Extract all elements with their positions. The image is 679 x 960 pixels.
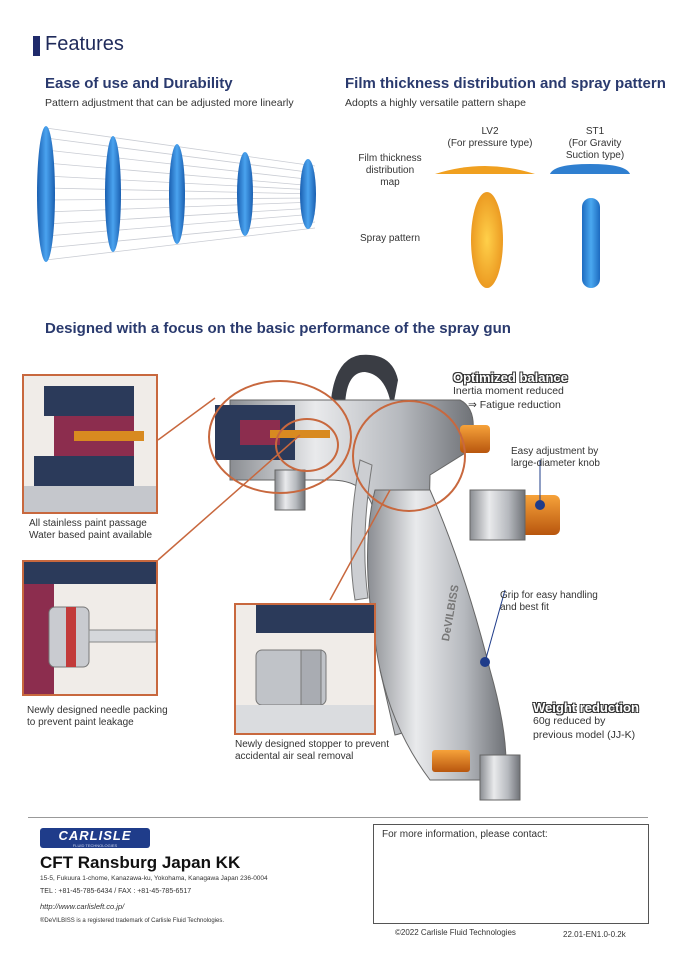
optimized-line-2: ⇒ Fatigue reduction (468, 399, 561, 411)
trademark-note: ®DeVILBISS is a registered trademark of … (40, 918, 225, 924)
spray-ellipse-3 (169, 144, 185, 244)
st1-subtitle-1: (For Gravity (568, 138, 622, 149)
optimized-line-1: Inertia moment reduced (453, 385, 564, 397)
knob-line-1: Easy adjustment by (511, 446, 599, 457)
spray-ellipse-2 (105, 136, 121, 252)
company-url[interactable]: http://www.carlisleft.co.jp/ (40, 902, 125, 911)
spray-ellipse-5 (300, 159, 316, 229)
stopper-line-1: Newly designed stopper to prevent (235, 739, 389, 750)
logo-subtext: FLUID TECHNOLOGIES (72, 843, 118, 848)
stopper-detail (234, 603, 376, 735)
film-pattern-graphics (435, 164, 630, 288)
film-subtitle: Adopts a highly versatile pattern shape (345, 97, 526, 109)
map-label-2: distribution (365, 165, 415, 176)
designed-title: Designed with a focus on the basic perfo… (45, 320, 511, 337)
document-code: 22.01-EN1.0-0.2k (563, 930, 626, 939)
film-title: Film thickness distribution and spray pa… (345, 75, 666, 92)
needle-line-1: Newly designed needle packing (27, 705, 168, 716)
company-name: CFT Ransburg Japan KK (40, 853, 241, 872)
grip-line-1: Grip for easy handling (500, 590, 598, 601)
stainless-line-1: All stainless paint passage (29, 518, 147, 529)
st1-spray-pattern (582, 198, 600, 288)
needle-packing-detail (22, 560, 158, 696)
knob-line-2: large-diameter knob (511, 458, 600, 469)
section-title: Features (45, 33, 124, 55)
lv2-subtitle: (For pressure type) (447, 138, 533, 149)
lv2-title: LV2 (481, 126, 499, 137)
stainless-line-2: Water based paint available (29, 530, 153, 541)
paint-passage-detail (22, 374, 158, 514)
st1-distribution-map (550, 164, 630, 174)
spray-ellipse-4 (237, 152, 253, 236)
company-phone: TEL : +81-45-785-6434 / FAX : +81-45-785… (40, 888, 192, 895)
weight-line-2: previous model (JJ-K) (533, 729, 636, 741)
spray-label: Spray pattern (359, 233, 421, 244)
footer-divider (28, 817, 648, 818)
grip-line-2: and best fit (500, 602, 549, 613)
stopper-line-2: accidental air seal removal (235, 751, 354, 762)
weight-line-1: 60g reduced by (533, 715, 606, 727)
logo-text: CARLISLE (58, 828, 132, 843)
map-label-1: Film thickness (358, 153, 422, 164)
st1-title: ST1 (585, 126, 605, 137)
pattern-adjustment-illustration (37, 126, 316, 262)
needle-line-2: to prevent paint leakage (27, 717, 134, 728)
stopper-callout-ring (352, 400, 466, 512)
section-marker (33, 36, 40, 56)
copyright: ©2022 Carlisle Fluid Technologies (395, 928, 516, 937)
carlisle-logo: CARLISLE FLUID TECHNOLOGIES (40, 828, 150, 848)
contact-box: For more information, please contact: (373, 824, 649, 924)
ease-subtitle: Pattern adjustment that can be adjusted … (45, 97, 294, 109)
weight-title: Weight reduction (533, 700, 639, 715)
company-address: 15-5, Fukuura 1-chome, Kanazawa-ku, Yoko… (40, 875, 268, 882)
lv2-distribution-map (435, 166, 535, 174)
needle-callout-ring (275, 418, 339, 472)
spray-ellipse-1 (37, 126, 55, 262)
lv2-spray-pattern (471, 192, 503, 288)
st1-subtitle-2: Suction type) (565, 150, 625, 161)
optimized-title: Optimized balance (453, 370, 568, 385)
ease-title: Ease of use and Durability (45, 75, 233, 92)
map-label-3: map (380, 177, 400, 188)
contact-label: For more information, please contact: (382, 829, 548, 840)
head-callout-ring (208, 380, 352, 494)
